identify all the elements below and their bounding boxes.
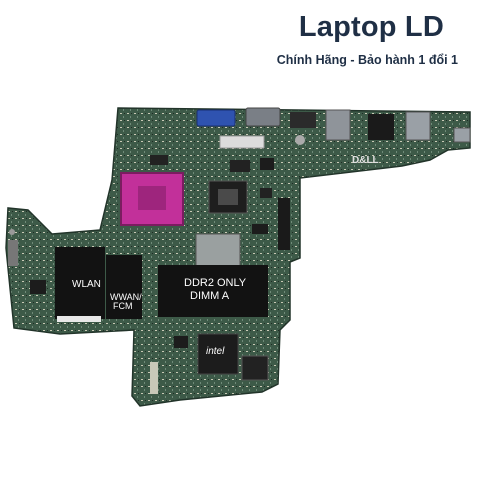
dimm-slot bbox=[158, 265, 268, 317]
wwan-slot bbox=[106, 255, 142, 319]
top-sticker bbox=[219, 135, 265, 149]
dell-logo-text: D&LL bbox=[352, 155, 379, 166]
dimm-label: DIMM A bbox=[190, 290, 230, 302]
side-connector bbox=[278, 198, 290, 250]
bottom-connector bbox=[150, 362, 158, 394]
brand-title: Laptop LD bbox=[298, 11, 444, 43]
brand-block: Laptop LD Chính Hãng - Bảo hành 1 đổi 1 bbox=[208, 10, 458, 67]
small-chip-6 bbox=[252, 224, 268, 234]
gpu-die bbox=[218, 189, 238, 205]
capacitor-1 bbox=[295, 135, 305, 145]
wwan-label-line1: WWAN/ bbox=[110, 292, 142, 302]
brand-subtitle: Chính Hãng - Bảo hành 1 đổi 1 bbox=[276, 53, 458, 67]
small-chip-7 bbox=[174, 336, 188, 348]
bottom-chip bbox=[241, 355, 269, 381]
port-connector-1 bbox=[245, 107, 281, 127]
wwan-label-line2: FCM bbox=[113, 301, 133, 311]
chipset-chip bbox=[195, 233, 241, 271]
small-chip-4 bbox=[260, 158, 274, 170]
wlan-slot bbox=[55, 247, 105, 319]
port-connector-6 bbox=[453, 127, 471, 143]
cpu-socket-center bbox=[138, 186, 166, 210]
small-chip-2 bbox=[260, 188, 272, 198]
vga-connector bbox=[196, 109, 236, 127]
capacitor-2 bbox=[9, 229, 15, 235]
ddr2-label: DDR2 ONLY bbox=[184, 277, 247, 289]
intel-label: intel bbox=[206, 346, 225, 357]
wlan-label: WLAN bbox=[72, 279, 101, 290]
small-chip-1 bbox=[230, 160, 250, 172]
barcode-sticker bbox=[57, 316, 101, 322]
southbridge-chip bbox=[197, 333, 239, 375]
port-connector-4 bbox=[368, 114, 394, 140]
left-connector bbox=[8, 240, 18, 266]
small-chip-5 bbox=[30, 280, 46, 294]
small-chip-3 bbox=[150, 155, 168, 165]
port-connector-5 bbox=[405, 111, 431, 141]
port-connector-3 bbox=[325, 109, 351, 141]
port-connector-2 bbox=[290, 112, 316, 128]
